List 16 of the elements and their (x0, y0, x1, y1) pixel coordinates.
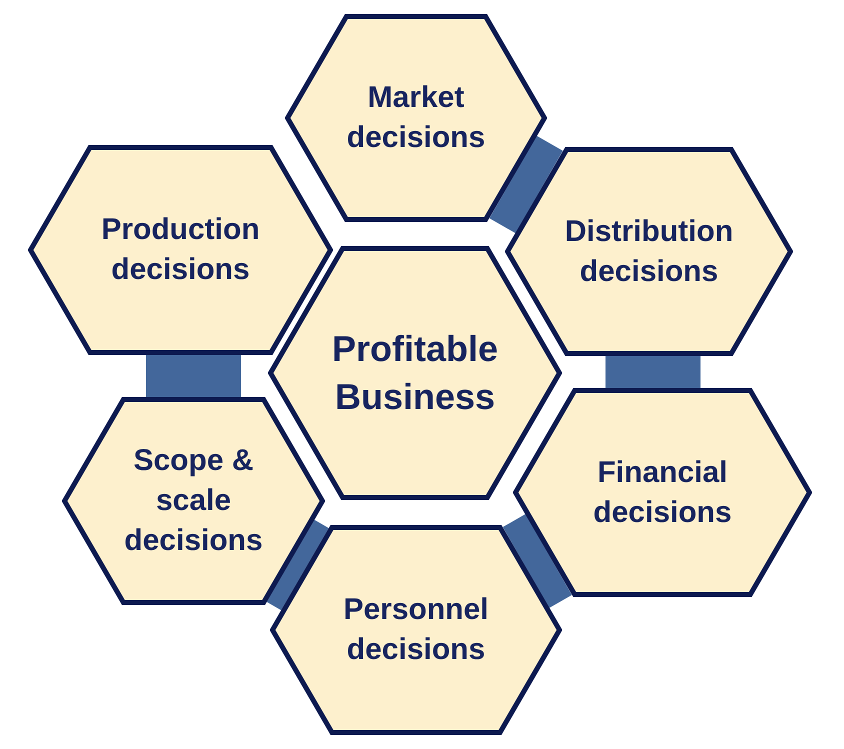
node-label: Scope & scale decisions (123, 443, 264, 559)
node-label: Distribution decisions (564, 214, 734, 290)
hexagon-node (268, 246, 562, 500)
node-label: Personnel decisions (342, 592, 490, 668)
hexagon-node (513, 388, 812, 597)
connector-band (606, 356, 700, 388)
node-label: Financial decisions (592, 454, 733, 530)
connector-band (266, 520, 329, 610)
hexagon-node (62, 397, 325, 605)
hexagon-node (270, 525, 562, 735)
node-label: Profitable Business (330, 327, 500, 419)
hexagon-node (505, 147, 793, 356)
node-label: Market decisions (346, 80, 486, 156)
hexagon-node (285, 14, 547, 222)
hexagon-node (28, 145, 333, 355)
node-label: Production decisions (100, 212, 261, 288)
